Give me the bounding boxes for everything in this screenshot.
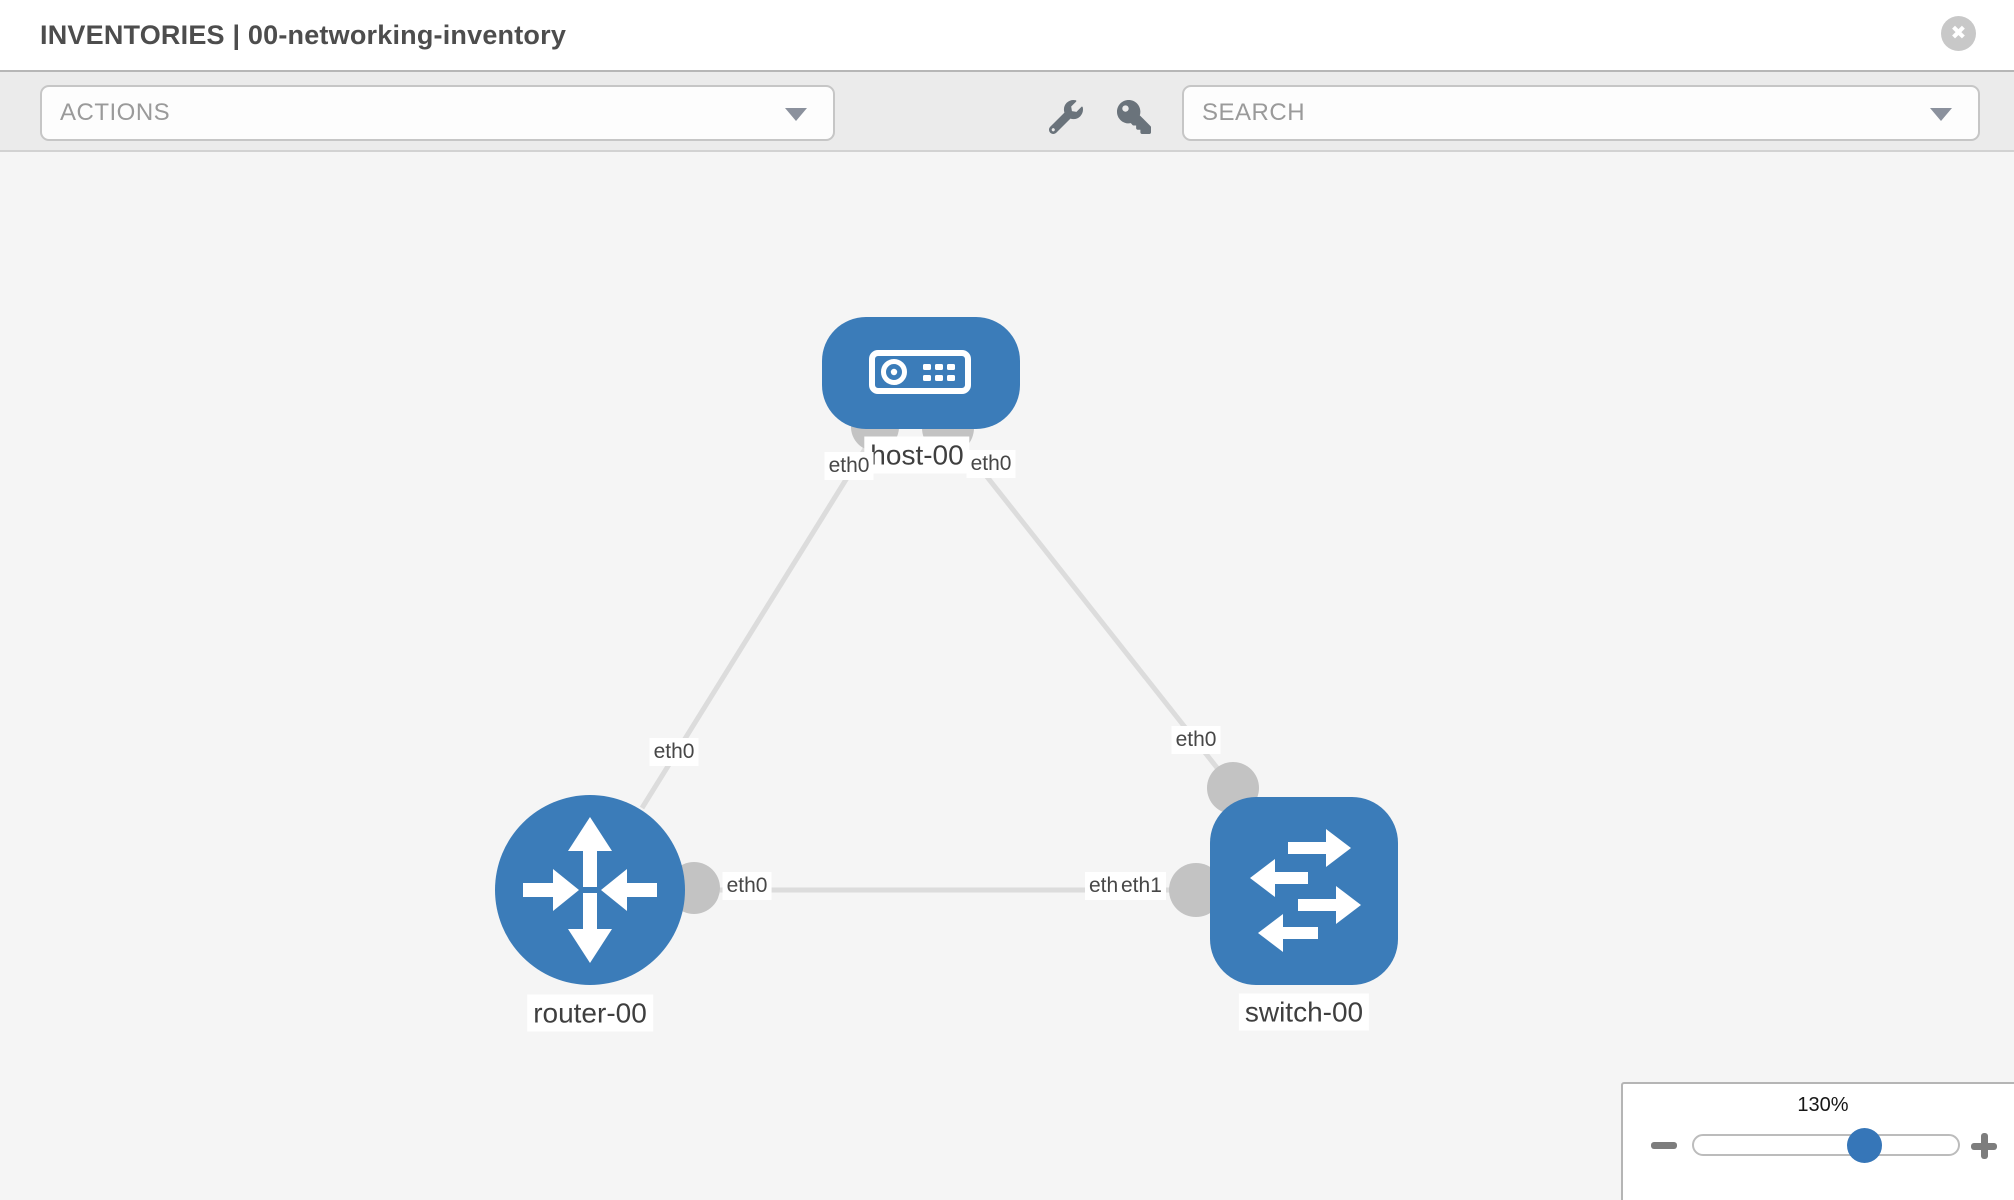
toolbar: ACTIONS SEARCH — [0, 70, 2014, 152]
server-icon — [869, 350, 971, 394]
node-label-switch: switch-00 — [1238, 993, 1370, 1031]
page-title: INVENTORIES | 00-networking-inventory — [40, 20, 567, 50]
node-label-host: host-00 — [864, 436, 970, 474]
zoom-out-minus-icon[interactable] — [1651, 1142, 1677, 1149]
interface-label: eth0 — [649, 738, 699, 766]
search-placeholder: SEARCH — [1202, 99, 1306, 126]
key-icon[interactable] — [1117, 100, 1151, 134]
actions-dropdown[interactable]: ACTIONS — [40, 85, 835, 141]
search-dropdown[interactable]: SEARCH — [1182, 85, 1980, 141]
node-router[interactable] — [495, 795, 685, 985]
close-icon[interactable]: ✖ — [1941, 16, 1976, 51]
interface-label: eth0 — [824, 452, 874, 480]
links-layer — [639, 402, 1259, 917]
zoom-control-panel: 130% — [1621, 1082, 2014, 1200]
interface-dot — [1169, 863, 1223, 917]
actions-dropdown-label: ACTIONS — [60, 99, 171, 126]
interface-label: eth0 — [1171, 726, 1221, 754]
node-switch[interactable] — [1210, 797, 1398, 985]
node-host[interactable] — [822, 317, 1020, 429]
chevron-down-icon — [1930, 108, 1952, 121]
header: INVENTORIES | 00-networking-inventory ✖ — [0, 0, 2014, 70]
wrench-icon[interactable] — [1048, 100, 1083, 135]
interface-label: eth1 — [1117, 872, 1166, 900]
node-label-router: router-00 — [527, 994, 653, 1032]
interface-label: eth0 — [966, 450, 1016, 478]
zoom-slider-thumb[interactable] — [1847, 1128, 1882, 1163]
chevron-down-icon — [785, 108, 807, 121]
router-icon — [523, 817, 657, 963]
topology-canvas[interactable]: host-00 router-00 switch-00 eth0 eth0 et… — [0, 152, 2014, 1200]
zoom-level-value: 130% — [1797, 1094, 1849, 1116]
switch-icon — [1250, 829, 1361, 952]
zoom-slider-track[interactable] — [1692, 1134, 1960, 1156]
interface-label: eth0 — [722, 872, 772, 900]
zoom-in-plus-icon[interactable] — [1971, 1133, 1997, 1159]
